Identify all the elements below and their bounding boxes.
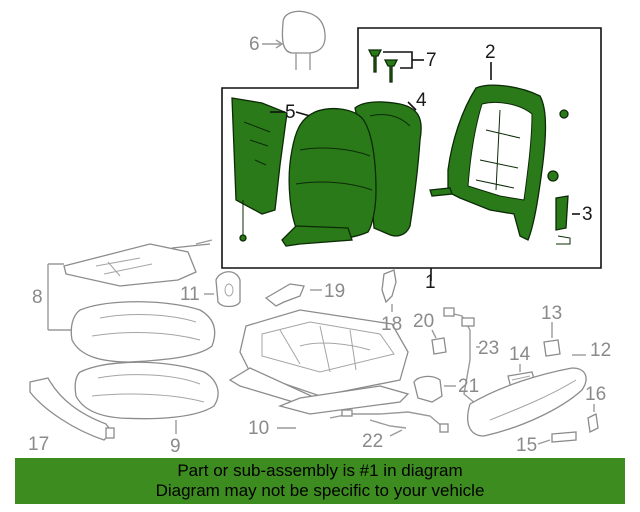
callout-15: 15 — [516, 435, 537, 456]
back-board-part — [231, 97, 311, 242]
side-shield-part — [467, 354, 587, 437]
cover-part-3 — [555, 195, 580, 245]
bracket-part-19 — [264, 283, 322, 307]
callout-10: 10 — [248, 418, 269, 439]
callout-7: 7 — [426, 50, 437, 71]
callout-5: 5 — [285, 102, 296, 123]
clip-part-16 — [587, 404, 599, 433]
callout-12: 12 — [590, 340, 611, 361]
callout-8: 8 — [32, 287, 43, 308]
callout-18: 18 — [381, 314, 402, 335]
callout-19: 19 — [324, 281, 345, 302]
info-banner: Part or sub-assembly is #1 in diagram Di… — [15, 458, 625, 504]
trim-part-15 — [537, 431, 577, 445]
headrest-part — [262, 10, 326, 70]
assembly-outline — [221, 27, 602, 269]
banner-line-1: Part or sub-assembly is #1 in diagram — [177, 461, 463, 480]
callout-11: 11 — [180, 284, 200, 305]
callout-14: 14 — [509, 344, 531, 365]
callout-20: 20 — [413, 311, 434, 332]
seat-track-part — [228, 309, 410, 429]
callout-9: 9 — [170, 436, 181, 457]
callout-2: 2 — [485, 42, 496, 63]
clip-part-20 — [431, 329, 447, 355]
callout-6: 6 — [249, 34, 260, 55]
motor-part-21 — [413, 375, 456, 403]
callout-13: 13 — [541, 303, 562, 324]
seatback-frame-part — [429, 62, 569, 241]
callout-1: 1 — [425, 272, 436, 293]
wire-harness-part — [329, 409, 449, 437]
callout-17: 17 — [28, 434, 49, 455]
callout-22: 22 — [362, 431, 383, 452]
callout-23: 23 — [478, 338, 499, 359]
banner-line-2: Diagram may not be specific to your vehi… — [155, 481, 485, 500]
callout-3: 3 — [582, 204, 593, 225]
guide-pins-part — [367, 49, 424, 83]
side-skirt-part — [29, 377, 115, 441]
callout-16: 16 — [585, 384, 606, 405]
cushion-pad-part — [74, 361, 219, 434]
lever-part-18 — [381, 269, 397, 312]
switch-part-13 — [543, 322, 561, 357]
knob-part — [204, 271, 241, 308]
callout-4: 4 — [416, 90, 427, 111]
callout-21: 21 — [458, 376, 479, 397]
cushion-heater-part — [47, 239, 216, 363]
seatback-pad-part — [281, 107, 377, 247]
cable-part-23 — [443, 307, 480, 405]
